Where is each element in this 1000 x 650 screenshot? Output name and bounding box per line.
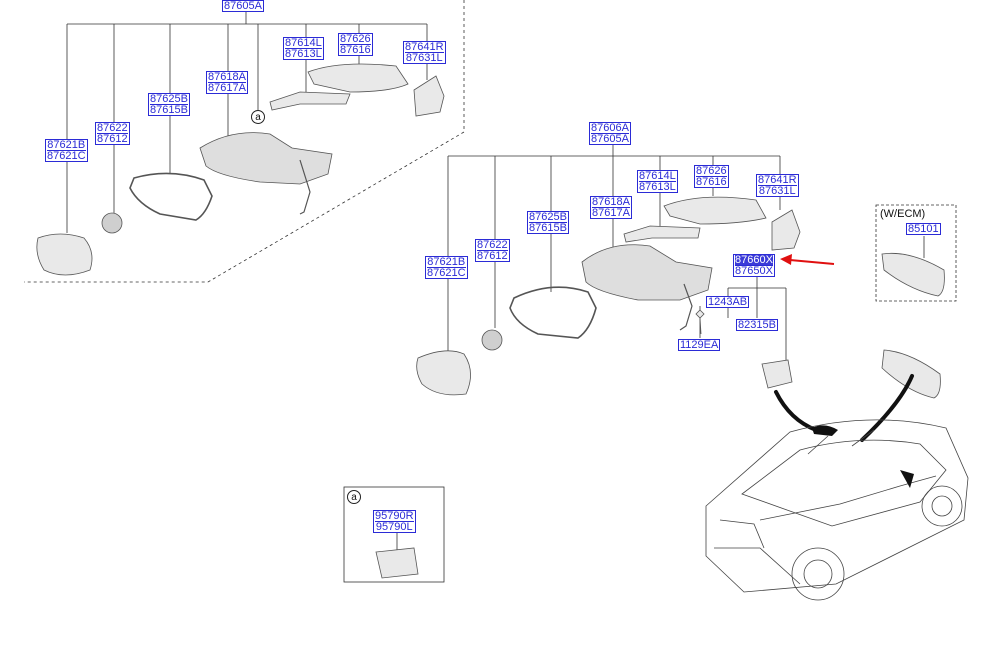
- harness-right: [860, 374, 914, 442]
- inset-ref-circle: a: [251, 110, 265, 124]
- inset-actuator: [101, 212, 123, 234]
- inset-cap: [413, 75, 445, 117]
- ecm-mirror: [881, 253, 945, 297]
- inset-housing-frame: [129, 172, 213, 221]
- harness-left: [774, 390, 818, 432]
- inset-dashed-frame: [24, 0, 465, 283]
- inset-mirror-body: [199, 132, 333, 185]
- inside-mirror: [881, 349, 941, 399]
- main-housing-frame: [509, 286, 597, 339]
- main-bolt: [695, 309, 705, 319]
- main-actuator: [481, 329, 503, 351]
- ecm-box-frame: [875, 204, 957, 302]
- inset-mirror-glass: [36, 233, 93, 276]
- screw-label[interactable]: 1129EA: [678, 339, 721, 351]
- cover-label[interactable]: 82315B: [736, 319, 778, 331]
- sensor-part: [375, 547, 419, 579]
- red-arrow: [780, 254, 835, 265]
- ecm-part-label[interactable]: 85101: [906, 223, 941, 235]
- ecm-title: (W/ECM): [880, 208, 926, 220]
- main-mirror-glass: [416, 350, 471, 396]
- inset-top-label[interactable]: 87605A: [222, 0, 264, 12]
- bolt-label[interactable]: 1243AB: [706, 296, 750, 308]
- sub-ref-circle: a: [347, 490, 361, 504]
- vehicle-outline: [705, 419, 969, 601]
- main-cover: [663, 196, 767, 225]
- sub-box-frame: [343, 486, 445, 583]
- main-lamp: [623, 225, 701, 243]
- main-cap: [771, 209, 801, 251]
- mount-bracket: [761, 359, 793, 389]
- main-mirror-body: [581, 244, 713, 301]
- inset-cover: [307, 63, 409, 93]
- inset-lamp: [269, 91, 351, 111]
